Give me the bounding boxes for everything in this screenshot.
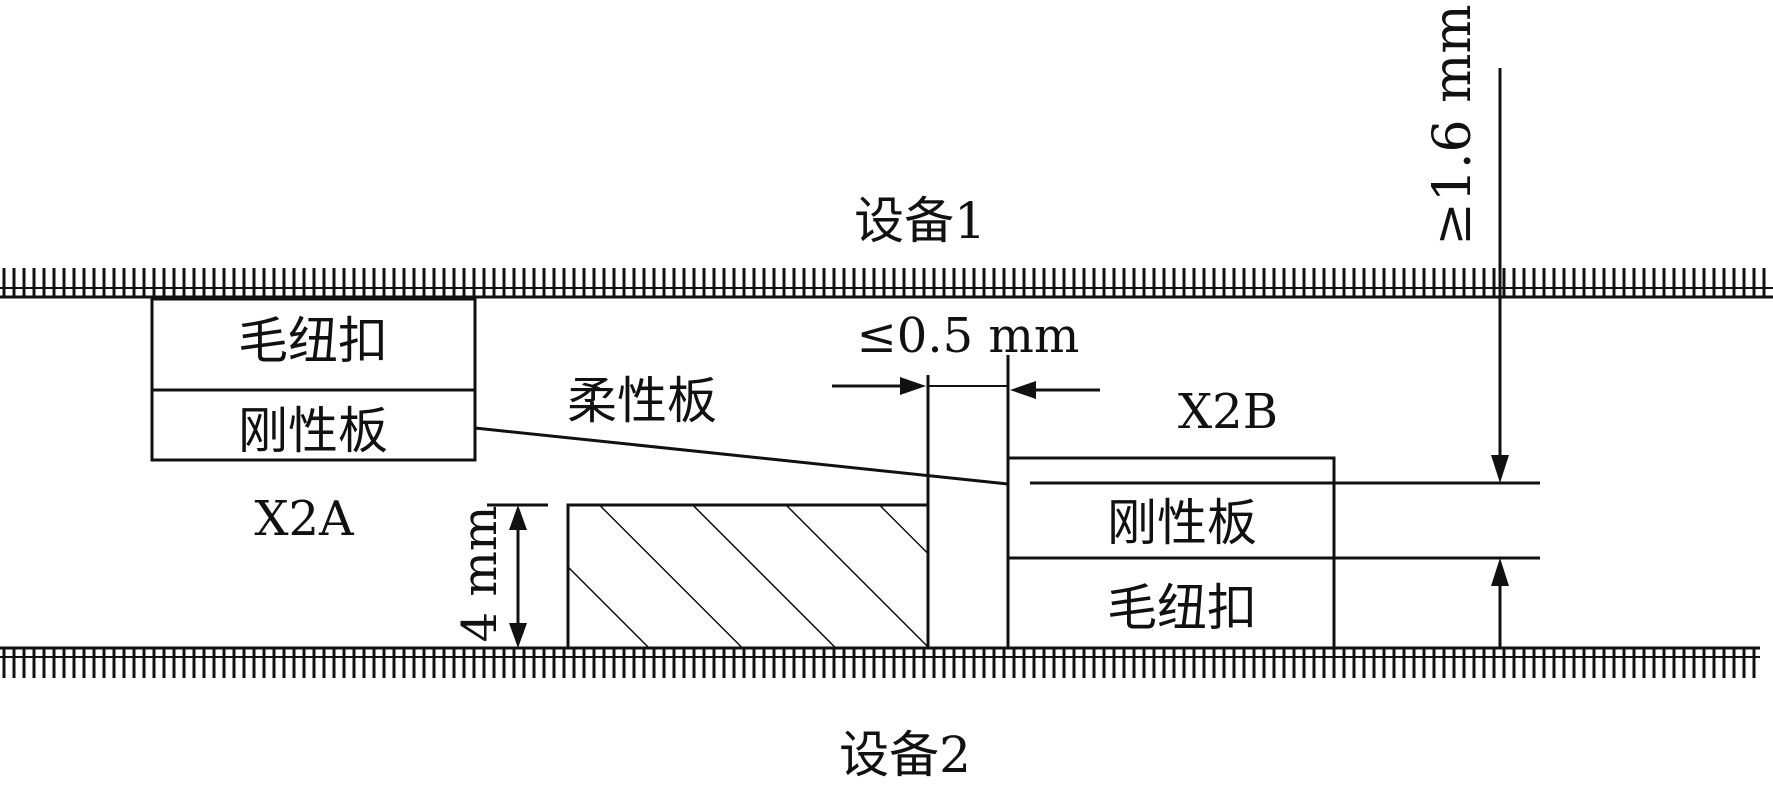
flex-board-label: 柔性板 [567,372,717,430]
x2b-connector: 刚性板 毛纽扣 [1006,456,1540,650]
x2b-rigid-board-label: 刚性板 [1107,494,1257,552]
height-dimension: 4 mm [452,503,548,648]
height-dimension-label: 4 mm [452,506,508,643]
x2b-felt-button-label: 毛纽扣 [1107,579,1257,637]
gap-dimension: ≤0.5 mm [832,308,1100,399]
clearance-dimension-label: ≥1.6 mm [1423,4,1483,245]
device-1-label: 设备1 [854,192,986,250]
x2a-felt-button-label: 毛纽扣 [238,312,388,370]
x2a-connector: 毛纽扣 刚性板 [150,297,477,462]
device-2-label: 设备2 [839,726,971,784]
x2a-rigid-board-label: 刚性板 [238,402,388,460]
device-1-surface [0,268,1773,299]
hatched-spacer-block [566,503,930,650]
x2a-name-label: X2A [254,491,355,547]
clearance-dimension: ≥1.6 mm [1423,4,1509,648]
gap-dimension-label: ≤0.5 mm [857,308,1080,364]
x2b-name-label: X2B [1178,384,1278,440]
flex-board-line [474,426,1009,486]
device-2-surface [0,646,1760,678]
